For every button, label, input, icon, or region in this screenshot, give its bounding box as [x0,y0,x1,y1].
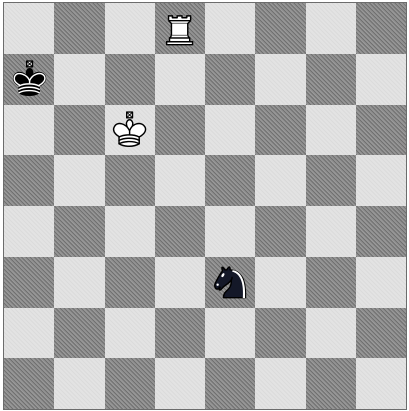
square-c4[interactable] [105,206,155,257]
square-b8[interactable] [54,3,104,54]
square-h4[interactable] [356,206,406,257]
square-f6[interactable] [255,105,305,156]
square-c1[interactable] [105,358,155,409]
square-c7[interactable] [105,54,155,105]
square-b1[interactable] [54,358,104,409]
white-rook-icon[interactable] [155,3,205,54]
square-c8[interactable] [105,3,155,54]
square-d3[interactable] [155,257,205,308]
square-g1[interactable] [306,358,356,409]
square-c3[interactable] [105,257,155,308]
square-b3[interactable] [54,257,104,308]
square-f5[interactable] [255,155,305,206]
square-e3[interactable] [205,257,255,308]
square-e4[interactable] [205,206,255,257]
square-b5[interactable] [54,155,104,206]
square-g5[interactable] [306,155,356,206]
square-h1[interactable] [356,358,406,409]
square-e1[interactable] [205,358,255,409]
square-e5[interactable] [205,155,255,206]
square-e2[interactable] [205,308,255,359]
square-c2[interactable] [105,308,155,359]
square-a7[interactable] [4,54,54,105]
square-h8[interactable] [356,3,406,54]
square-c6[interactable] [105,105,155,156]
white-king-icon[interactable] [105,105,155,156]
square-f2[interactable] [255,308,305,359]
square-a4[interactable] [4,206,54,257]
square-g2[interactable] [306,308,356,359]
square-g8[interactable] [306,3,356,54]
square-b6[interactable] [54,105,104,156]
square-e6[interactable] [205,105,255,156]
square-d6[interactable] [155,105,205,156]
square-h2[interactable] [356,308,406,359]
square-g4[interactable] [306,206,356,257]
square-h6[interactable] [356,105,406,156]
square-c5[interactable] [105,155,155,206]
square-b7[interactable] [54,54,104,105]
square-h7[interactable] [356,54,406,105]
black-king-icon[interactable] [4,54,54,105]
square-a8[interactable] [4,3,54,54]
square-f1[interactable] [255,358,305,409]
square-f8[interactable] [255,3,305,54]
square-d5[interactable] [155,155,205,206]
chess-board [3,2,407,410]
square-a6[interactable] [4,105,54,156]
square-f4[interactable] [255,206,305,257]
square-d7[interactable] [155,54,205,105]
square-h3[interactable] [356,257,406,308]
square-d8[interactable] [155,3,205,54]
square-a2[interactable] [4,308,54,359]
square-d1[interactable] [155,358,205,409]
square-d4[interactable] [155,206,205,257]
square-b2[interactable] [54,308,104,359]
square-a5[interactable] [4,155,54,206]
square-a3[interactable] [4,257,54,308]
square-g6[interactable] [306,105,356,156]
square-g7[interactable] [306,54,356,105]
square-g3[interactable] [306,257,356,308]
square-d2[interactable] [155,308,205,359]
square-b4[interactable] [54,206,104,257]
square-a1[interactable] [4,358,54,409]
square-f3[interactable] [255,257,305,308]
square-h5[interactable] [356,155,406,206]
black-knight-icon[interactable] [205,257,255,308]
square-f7[interactable] [255,54,305,105]
square-e8[interactable] [205,3,255,54]
square-e7[interactable] [205,54,255,105]
